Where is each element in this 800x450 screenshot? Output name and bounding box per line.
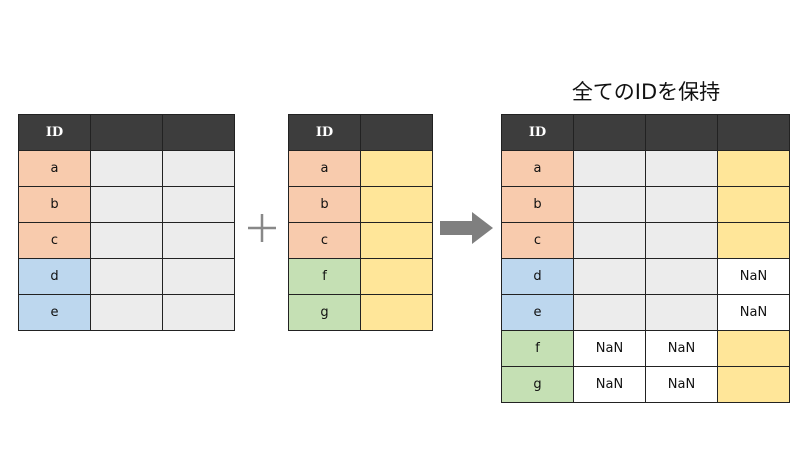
- id-cell: a: [18, 150, 91, 187]
- value-cell: [360, 150, 433, 187]
- value-cell: [162, 150, 235, 187]
- id-cell: c: [288, 222, 361, 259]
- id-cell: f: [288, 258, 361, 295]
- table-row: c: [288, 222, 433, 259]
- header-row: ID: [288, 114, 433, 151]
- id-cell: b: [501, 186, 574, 223]
- value-cell: [645, 222, 718, 259]
- value-cell: [90, 294, 163, 331]
- value-cell: [90, 222, 163, 259]
- id-cell: b: [18, 186, 91, 223]
- header-cell: [645, 114, 718, 151]
- value-cell: [645, 150, 718, 187]
- value-cell: [573, 150, 646, 187]
- value-cell: NaN: [573, 366, 646, 403]
- id-cell: c: [501, 222, 574, 259]
- value-cell: [645, 258, 718, 295]
- table-row: b: [501, 186, 790, 223]
- table-row: e NaN: [501, 294, 790, 331]
- plus-icon: [248, 214, 276, 242]
- id-cell: b: [288, 186, 361, 223]
- value-cell: [717, 186, 790, 223]
- value-cell: [573, 186, 646, 223]
- value-cell: [360, 186, 433, 223]
- value-cell: [162, 294, 235, 331]
- header-cell: ID: [501, 114, 574, 151]
- header-cell: [573, 114, 646, 151]
- value-cell: NaN: [645, 366, 718, 403]
- value-cell: [360, 222, 433, 259]
- diagram-title: 全てのIDを保持: [571, 80, 721, 104]
- arrow-right-icon: [440, 212, 493, 244]
- id-cell: a: [501, 150, 574, 187]
- header-row: ID: [18, 114, 235, 151]
- header-row: ID: [501, 114, 790, 151]
- table-row: c: [18, 222, 235, 259]
- table-row: f: [288, 258, 433, 295]
- table-row: a: [18, 150, 235, 187]
- table-row: a: [288, 150, 433, 187]
- table-row: c: [501, 222, 790, 259]
- id-cell: d: [501, 258, 574, 295]
- value-cell: [645, 294, 718, 331]
- value-cell: [645, 186, 718, 223]
- value-cell: [573, 258, 646, 295]
- header-cell: [162, 114, 235, 151]
- value-cell: [717, 366, 790, 403]
- value-cell: [717, 330, 790, 367]
- value-cell: NaN: [717, 258, 790, 295]
- value-cell: [360, 294, 433, 331]
- value-cell: [717, 222, 790, 259]
- header-cell: [90, 114, 163, 151]
- table-row: g: [288, 294, 433, 331]
- id-cell: c: [18, 222, 91, 259]
- header-cell: ID: [18, 114, 91, 151]
- header-cell: [360, 114, 433, 151]
- table-row: a: [501, 150, 790, 187]
- table-row: d: [18, 258, 235, 295]
- id-cell: f: [501, 330, 574, 367]
- value-cell: [90, 258, 163, 295]
- header-cell: [717, 114, 790, 151]
- value-cell: NaN: [645, 330, 718, 367]
- id-cell: e: [501, 294, 574, 331]
- id-cell: d: [18, 258, 91, 295]
- value-cell: [162, 186, 235, 223]
- value-cell: [573, 294, 646, 331]
- value-cell: [360, 258, 433, 295]
- table-row: b: [18, 186, 235, 223]
- value-cell: [573, 222, 646, 259]
- value-cell: NaN: [573, 330, 646, 367]
- table-row: b: [288, 186, 433, 223]
- value-cell: [90, 150, 163, 187]
- value-cell: NaN: [717, 294, 790, 331]
- value-cell: [90, 186, 163, 223]
- header-cell: ID: [288, 114, 361, 151]
- id-cell: g: [501, 366, 574, 403]
- id-cell: e: [18, 294, 91, 331]
- table-row: e: [18, 294, 235, 331]
- value-cell: [717, 150, 790, 187]
- id-cell: a: [288, 150, 361, 187]
- table-row: d NaN: [501, 258, 790, 295]
- id-cell: g: [288, 294, 361, 331]
- value-cell: [162, 258, 235, 295]
- value-cell: [162, 222, 235, 259]
